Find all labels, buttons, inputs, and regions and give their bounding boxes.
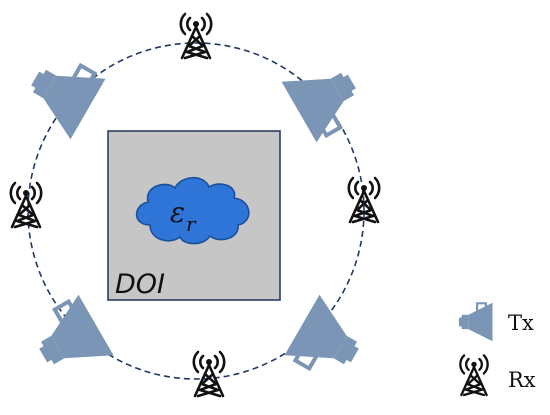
legend-tx-label: Tx — [508, 311, 534, 335]
radio-tower-icon — [179, 12, 213, 60]
megaphone-icon — [23, 292, 116, 388]
legend-radio-tower-icon — [459, 354, 489, 397]
permittivity-symbol: ε — [170, 196, 185, 229]
measurement-circle — [27, 42, 365, 380]
scatterer-cloud — [135, 176, 250, 245]
permittivity-subscript: r — [186, 212, 197, 236]
radio-tower-icon — [192, 350, 226, 398]
legend-megaphone-icon — [457, 301, 494, 343]
megaphone-icon — [282, 292, 375, 388]
legend: Tx Rx — [457, 301, 536, 397]
doi-label: DOI — [115, 269, 165, 300]
radio-tower-icon — [9, 181, 43, 229]
legend-rx-label: Rx — [508, 368, 536, 392]
megaphone-icon — [15, 46, 108, 142]
megaphone-icon — [279, 49, 372, 145]
